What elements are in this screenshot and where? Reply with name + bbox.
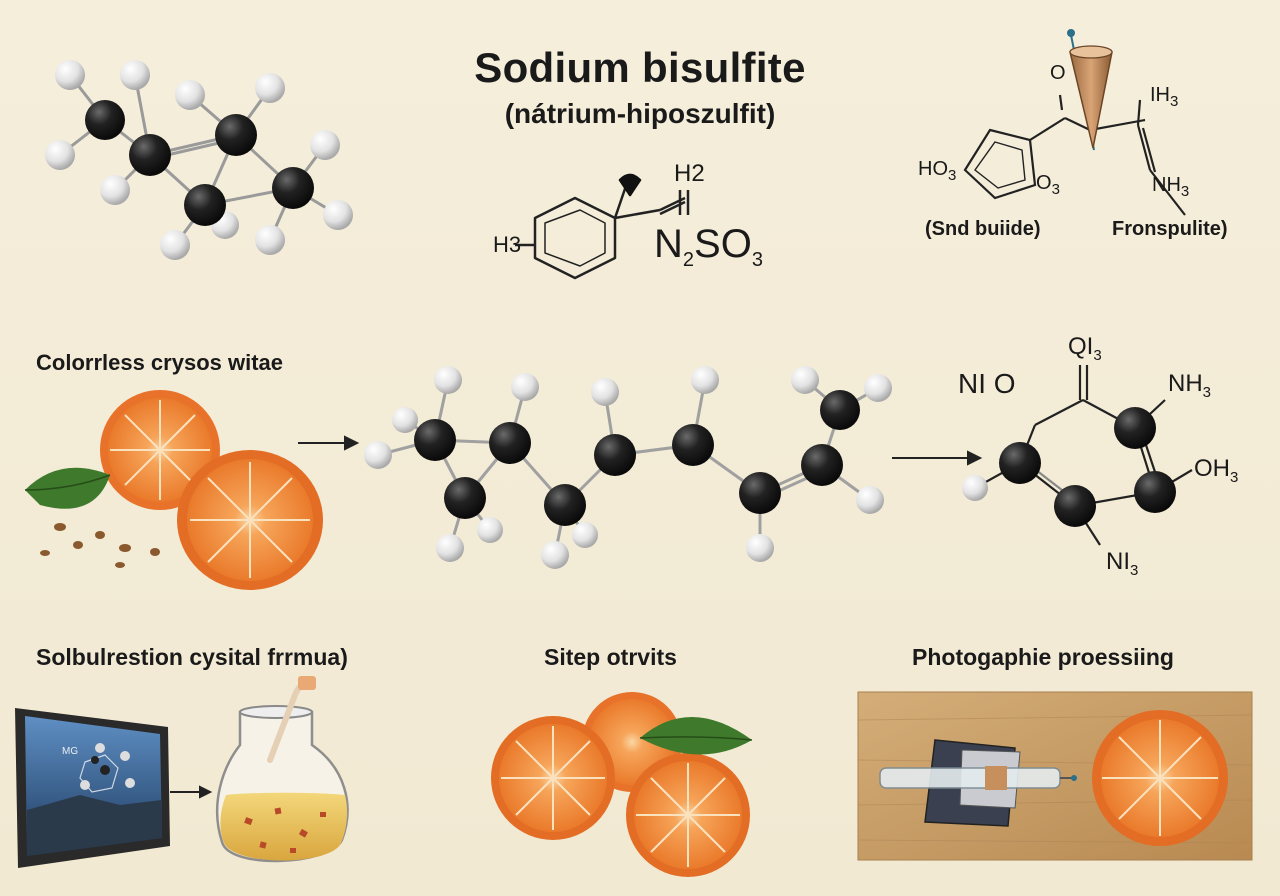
formula-n-sub: 2 xyxy=(682,249,695,271)
section-solubility: Solbulrestion cysital frrmua) xyxy=(36,644,348,670)
caption-snd-buiide: (Snd buiide) xyxy=(925,218,1041,240)
orange-slices-bottom-center xyxy=(491,692,753,877)
flask-illustration xyxy=(215,676,349,863)
label-qi3: QI3 xyxy=(1068,333,1102,364)
label-o-top: O xyxy=(1050,62,1066,84)
arrow-monitor-to-flask xyxy=(170,785,213,799)
section-photographic-processing: Photogaphie proessiing xyxy=(912,644,1174,670)
label-nh3-top: NH3 xyxy=(1152,174,1190,200)
label-oh3: OH3 xyxy=(1194,455,1239,486)
formula-left-group: H3 xyxy=(493,232,522,257)
photo-processing-panel xyxy=(857,691,1253,861)
section-colorless-crystals: Colorrless crysos witae xyxy=(36,350,284,375)
label-ih3: IH3 xyxy=(1150,84,1179,110)
monitor-label: MG xyxy=(62,746,79,757)
label-ho3: HO3 xyxy=(918,158,957,184)
molecule-ring-right-atoms xyxy=(962,407,1176,527)
formula-sodium-bisulfite: N2SO3 xyxy=(654,222,763,272)
caption-fronspulite: Fronspulite) xyxy=(1112,218,1228,240)
formula-n: N xyxy=(654,222,683,266)
page-subtitle: (nátrium-hiposzulfit) xyxy=(504,98,776,129)
section-sitep-otrvits: Sitep otrvits xyxy=(544,644,677,670)
formula-so-sub: 3 xyxy=(751,249,763,271)
formula-top-group: H2 xyxy=(674,160,705,187)
monitor-illustration xyxy=(15,708,170,868)
structural-formula-top-right xyxy=(963,94,1186,216)
label-ni-o: NI O xyxy=(958,368,1016,399)
label-ni3-bottom: NI3 xyxy=(1106,548,1139,579)
pointer-cone-icon xyxy=(1067,29,1113,151)
orange-slices-left xyxy=(24,390,323,590)
formula-so: SO xyxy=(694,222,752,266)
label-o3: O3 xyxy=(1036,172,1060,198)
label-nh3-ring: NH3 xyxy=(1168,370,1212,401)
structural-formula-center xyxy=(515,173,690,280)
arrow-chain-to-ring xyxy=(892,450,983,466)
molecule-top-left-atoms xyxy=(45,60,353,260)
page-title: Sodium bisulfite xyxy=(474,44,806,91)
molecule-chain-center-atoms xyxy=(364,366,892,569)
arrow-left-to-chain xyxy=(298,435,360,451)
